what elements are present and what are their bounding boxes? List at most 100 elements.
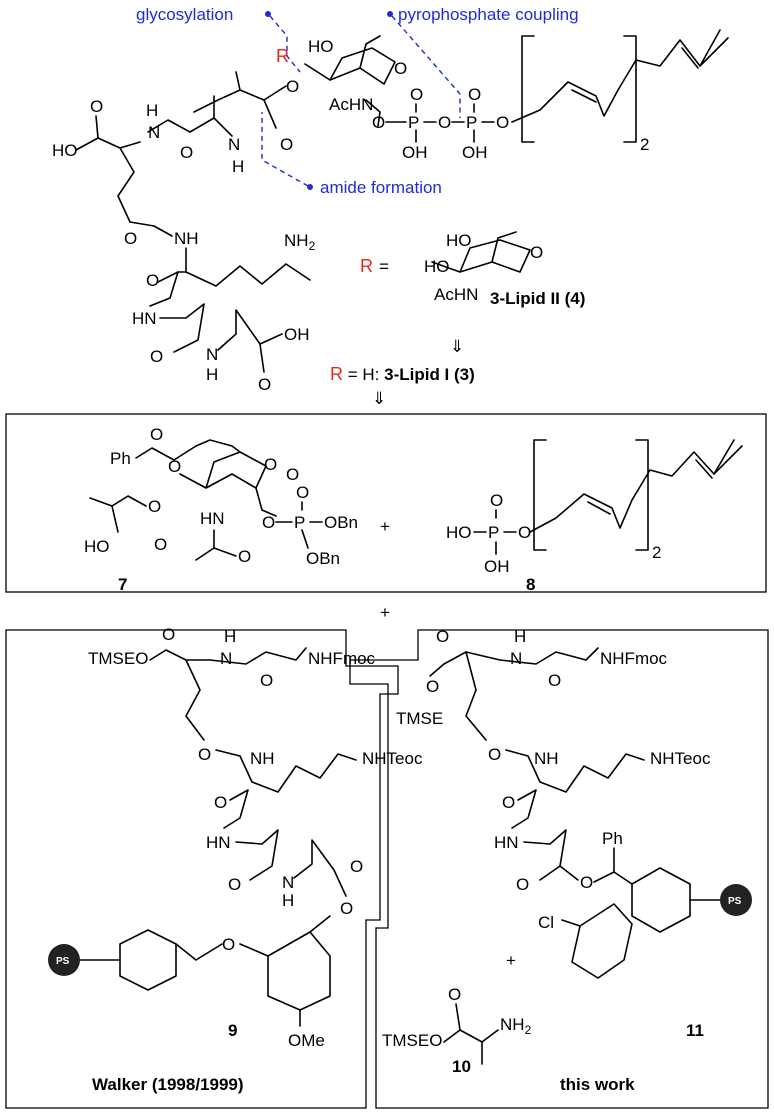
sugar-ring-bonds — [304, 47, 396, 85]
prenyl-methyl — [699, 29, 721, 67]
ether-oxygen-label: O — [286, 77, 299, 96]
lys-nh2-sub: 2 — [309, 239, 316, 253]
glu-sidechain — [117, 147, 135, 223]
c9-aryl-o-bond — [239, 943, 269, 957]
c7-ring — [179, 451, 267, 489]
glcnac-ring — [431, 239, 531, 273]
c9-ala2-o: O — [228, 875, 241, 894]
c9-dala-chain — [293, 839, 347, 897]
pp-p1: P — [408, 113, 419, 132]
r-group-label: R — [276, 46, 289, 66]
sugar-ch2-bond — [359, 35, 381, 69]
c9-nhteoc: NHTeoc — [362, 749, 423, 768]
prenyl-dbl-2 — [681, 47, 699, 69]
c9-lys-nh: NH — [250, 749, 275, 768]
c7-obn1: OBn — [324, 513, 358, 532]
c7-o2: O — [168, 457, 181, 476]
amide-dashline — [261, 112, 309, 187]
anomeric-bond — [365, 99, 381, 127]
amide-dot — [307, 184, 313, 190]
c11-nhteoc: NHTeoc — [650, 749, 711, 768]
c8-p-o: O — [490, 491, 503, 510]
ala2-hn: HN — [132, 309, 157, 328]
glu-cooh — [95, 115, 99, 139]
c7-ring-o: O — [264, 455, 277, 474]
r-letter-2: R — [330, 364, 343, 384]
glycosylation-dot — [265, 11, 271, 17]
amide-label: amide formation — [320, 178, 442, 197]
c9-ps-text: PS — [56, 956, 70, 967]
thiswork-caption: this work — [560, 1075, 635, 1094]
dala-h: H — [206, 365, 218, 384]
c11-ps-bead — [720, 884, 752, 916]
c9-hn: HN — [206, 833, 231, 852]
c7-obn2-bond — [301, 529, 309, 549]
prenyl-bracket-right — [623, 35, 637, 143]
c9-dala-h: H — [282, 891, 294, 910]
c9-nh-h: H — [224, 627, 236, 646]
pp-o2: O — [438, 113, 451, 132]
pp-p2-oh: OH — [462, 143, 488, 162]
c7-obn2: OBn — [306, 549, 340, 568]
compound-7: Ph O O O O HO O HN O O P O O OBn OBn 7 — [84, 425, 358, 594]
r-letter-1: R — [360, 256, 373, 276]
c7-label: 7 — [118, 575, 127, 594]
pp-p2-o: O — [468, 85, 481, 104]
c11-ph: Ph — [602, 829, 623, 848]
r-eq-label: R= — [360, 256, 389, 276]
c11-cl-bond — [561, 919, 581, 927]
c9-glu-side — [185, 659, 205, 741]
c8-dbl-2 — [695, 459, 713, 479]
c10-tmseo: TMSEO — [382, 1031, 442, 1050]
lys-nh: NH — [174, 229, 199, 248]
c11-aryl — [631, 867, 691, 933]
amide-nh-n: N — [228, 135, 240, 154]
dala-oh: OH — [284, 325, 310, 344]
c9-aryl-o: O — [222, 935, 235, 954]
c9-ester — [149, 649, 187, 661]
c8-bracket-right — [635, 439, 649, 551]
lys-nh2-main: NH — [284, 231, 309, 250]
pp-p2: P — [466, 113, 477, 132]
c7-po-o: O — [262, 513, 275, 532]
c11-ala-o: O — [548, 671, 561, 690]
c7-p: P — [294, 513, 305, 532]
c7-hn: HN — [200, 509, 225, 528]
c7-acetyl — [195, 529, 215, 561]
ala2-chain — [159, 303, 205, 353]
c7-anomeric — [255, 487, 277, 517]
pyrophosphate-label: pyrophosphate coupling — [398, 5, 579, 24]
c11-nh-h: H — [514, 627, 526, 646]
r-definitions: R= HO HO O AcHN 3-Lipid II (4) ⇓ R = H: … — [330, 231, 585, 408]
c8-bracket-left — [533, 439, 547, 551]
prenyl-repeat: 2 — [640, 135, 649, 154]
glu-alpha — [75, 137, 141, 151]
sugar-achn-label: AcHN — [329, 95, 373, 114]
c7-ch2 — [195, 439, 241, 453]
c10-nh2-main: NH — [500, 1015, 525, 1034]
c11-cl: Cl — [538, 913, 554, 932]
r-eq-sign: = — [379, 257, 389, 276]
c8-prenyl — [529, 445, 743, 533]
glcnac-ring-o: O — [530, 243, 543, 262]
c7-lactyl — [89, 495, 147, 507]
c9-ala2-link — [223, 789, 249, 829]
c11-lys-chain — [505, 749, 645, 793]
c11-nh: N — [510, 649, 522, 668]
glcnac-ho-top: HO — [446, 231, 472, 250]
c9-linker-o: O — [340, 899, 353, 918]
c8-ho: HO — [446, 523, 472, 542]
dala-o: O — [258, 375, 271, 394]
dala-chain — [217, 309, 283, 351]
glcnac-ho-left: HO — [424, 257, 450, 276]
glycosylation-label: glycosylation — [136, 5, 233, 24]
c9-backbone — [185, 647, 307, 665]
c11-glu-o: O — [488, 745, 501, 764]
c11-ester — [429, 651, 467, 677]
pp-o1: O — [372, 113, 385, 132]
ala2-link — [149, 271, 179, 307]
c11-trityl-o-bond — [559, 865, 579, 881]
lys-link — [129, 221, 173, 237]
lipid1-label: 3-Lipid I (3) — [384, 365, 475, 384]
